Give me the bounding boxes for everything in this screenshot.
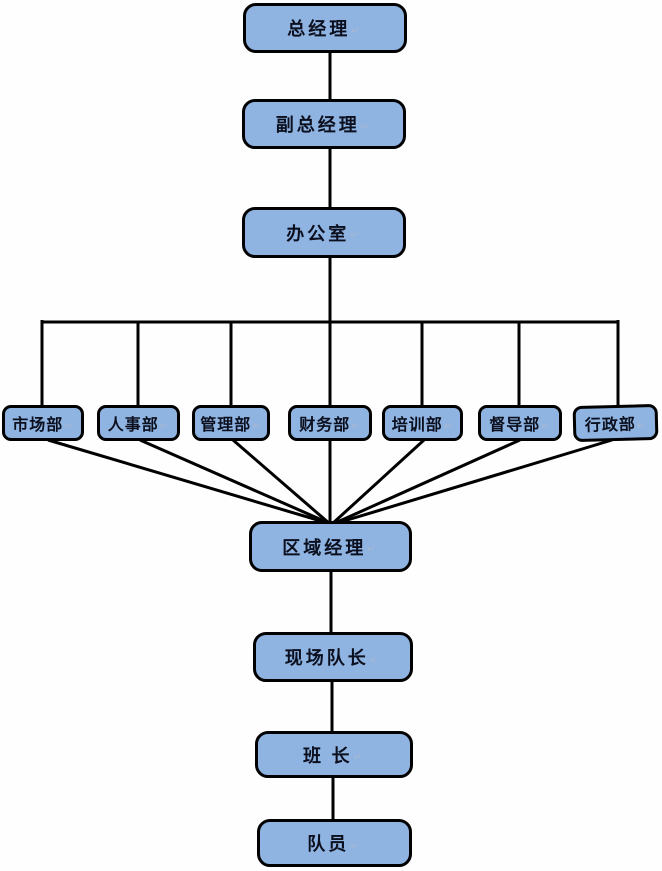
org-node-label: 班 长 [303,745,353,766]
org-node-squad-leader: 班 长 ↵ [255,731,413,778]
org-node-admin-dept: 行政部 ↵ [572,403,659,443]
org-node-label: 督导部 [489,417,541,434]
org-node-team-member: 队员 ↵ [257,819,412,867]
org-node-label: 总经理 [287,19,351,39]
paragraph-return-mark-icon: ↵ [252,420,262,432]
paragraph-return-mark-icon: ↵ [367,544,379,555]
paragraph-return-mark-icon: ↵ [353,752,365,763]
org-node-regional-manager: 区域经理 ↵ [249,521,412,572]
org-node-training-dept: 培训部 ↵ [382,405,463,441]
paragraph-return-mark-icon: ↵ [159,420,170,432]
paragraph-return-mark-icon: ↵ [636,419,647,431]
paragraph-return-mark-icon: ↵ [64,420,74,432]
paragraph-return-mark-icon: ↵ [350,840,362,852]
org-node-label: 人事部 [107,417,159,434]
org-node-label: 财务部 [299,417,351,434]
org-node-general-manager: 总经理 ↵ [243,3,407,53]
org-node-label: 区域经理 [282,537,367,558]
org-node-label: 现场队长 [284,648,369,668]
paragraph-return-mark-icon: ↵ [351,420,361,432]
org-node-label: 队员 [307,834,350,854]
org-node-label: 行政部 [584,416,637,435]
paragraph-return-mark-icon: ↵ [443,420,454,432]
org-node-management-dept: 管理部 ↵ [192,405,270,441]
org-node-label: 培训部 [391,417,443,434]
org-node-label: 市场部 [12,417,64,434]
org-node-label: 办公室 [286,223,350,244]
org-node-deputy-general-manager: 副总经理 ↵ [242,99,406,149]
paragraph-return-mark-icon: ↵ [351,25,363,37]
org-node-supervision-dept: 督导部 ↵ [478,405,562,441]
org-node-office: 办公室 ↵ [242,207,406,258]
org-node-marketing-dept: 市场部 ↵ [2,405,84,441]
paragraph-return-mark-icon: ↵ [369,654,382,666]
org-node-hr-dept: 人事部 ↵ [97,405,180,441]
org-node-site-captain: 现场队长 ↵ [253,632,413,682]
paragraph-return-mark-icon: ↵ [350,230,362,241]
org-node-finance-dept: 财务部 ↵ [288,405,372,441]
paragraph-return-mark-icon: ↵ [360,121,373,133]
org-node-label: 副总经理 [275,115,360,135]
org-node-label: 管理部 [200,417,252,434]
paragraph-return-mark-icon: ↵ [541,420,551,432]
